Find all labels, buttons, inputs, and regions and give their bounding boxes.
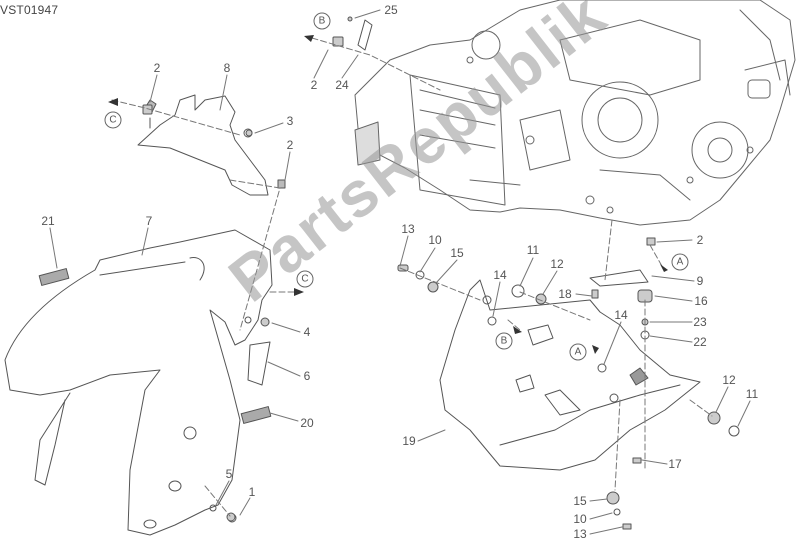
circle-ref-a: A <box>671 253 689 271</box>
callout-rubber-bushing[interactable]: 15 <box>450 246 464 260</box>
callout-front-mudguard[interactable]: 7 <box>145 214 153 228</box>
callout-rubber-bushing[interactable]: 12 <box>722 373 736 387</box>
callout-upper-cover[interactable]: 8 <box>223 61 231 75</box>
callout-spacer[interactable]: 14 <box>614 308 628 322</box>
callout-clip-nut[interactable]: 2 <box>696 233 704 247</box>
circle-ref-b: B <box>495 332 513 350</box>
callout-sump-guard[interactable]: 19 <box>402 434 416 448</box>
callout-screw[interactable]: 17 <box>668 457 682 471</box>
callout-rubber-bushing[interactable]: 15 <box>573 494 587 508</box>
callout-washer[interactable]: 23 <box>693 315 707 329</box>
callout-clip-nut[interactable]: 2 <box>286 138 294 152</box>
hardware-drawing <box>142 16 740 530</box>
circle-ref-a: A <box>569 343 587 361</box>
callout-screw[interactable]: 13 <box>573 527 587 541</box>
callout-spacer[interactable]: 14 <box>493 268 507 282</box>
callout-washer[interactable]: 10 <box>428 233 442 247</box>
diagram-reference-code: VST01947 <box>0 3 59 17</box>
callout-rubber-mount[interactable]: 16 <box>694 294 708 308</box>
callout-screw[interactable]: 1 <box>248 485 256 499</box>
circle-ref-c: C <box>104 111 122 129</box>
circle-ref-c: C <box>296 270 314 288</box>
callout-screw[interactable]: 25 <box>384 3 398 17</box>
assembly-lines <box>111 37 713 517</box>
callout-screw[interactable]: 11 <box>526 243 540 257</box>
direction-arrows <box>108 35 668 354</box>
callout-washer[interactable]: 22 <box>693 335 707 349</box>
callout-clip-nut[interactable]: 2 <box>310 78 318 92</box>
callout-decal[interactable]: 21 <box>41 214 55 228</box>
callout-bracket[interactable]: 24 <box>335 78 349 92</box>
callout-screw[interactable]: 3 <box>286 114 294 128</box>
callout-screw[interactable]: 18 <box>558 287 572 301</box>
callout-screw[interactable]: 13 <box>401 222 415 236</box>
callout-decal[interactable]: 20 <box>300 416 314 430</box>
front-mudguard-drawing <box>4 229 273 536</box>
callout-washer[interactable]: 10 <box>573 512 587 526</box>
callout-screw[interactable]: 4 <box>303 325 311 339</box>
engine-drawing <box>354 0 796 226</box>
sump-guard-drawing <box>439 279 701 471</box>
circle-ref-b: B <box>313 12 331 30</box>
leader-lines <box>49 9 751 535</box>
callout-rubber-bushing[interactable]: 12 <box>550 257 564 271</box>
callout-bracket[interactable]: 9 <box>696 274 704 288</box>
callout-reflector[interactable]: 6 <box>303 369 311 383</box>
callout-washer[interactable]: 5 <box>225 467 233 481</box>
upper-cover-drawing <box>137 94 286 196</box>
callout-clip-nut[interactable]: 2 <box>153 61 161 75</box>
callout-screw[interactable]: 11 <box>745 387 759 401</box>
